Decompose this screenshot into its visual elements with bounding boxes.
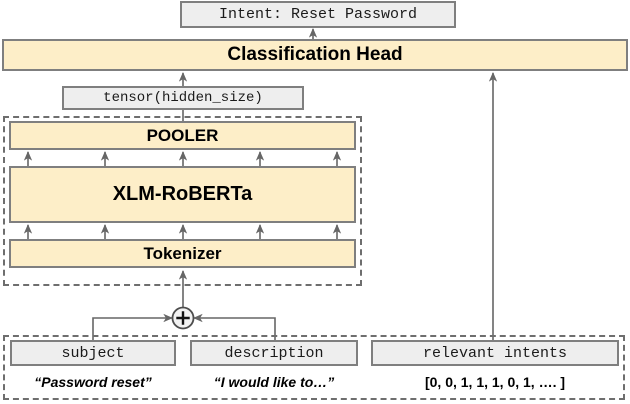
intent-output-box: Intent: Reset Password xyxy=(180,1,456,28)
input-field-relevant-intents: relevant intents xyxy=(371,340,619,366)
input-value-subject: “Password reset” xyxy=(34,374,152,390)
concat-operator xyxy=(171,306,195,330)
input-value-description: “I would like to…” xyxy=(213,374,335,390)
classification-head-block: Classification Head xyxy=(2,39,628,71)
tensor-hidden-size-box: tensor(hidden_size) xyxy=(62,86,304,110)
input-group-container xyxy=(3,335,625,400)
pooler-block: POOLER xyxy=(9,121,356,150)
input-field-subject: subject xyxy=(10,340,176,366)
xlm-roberta-block: XLM-RoBERTa xyxy=(9,166,356,223)
input-field-description: description xyxy=(190,340,358,366)
encoder-group-container xyxy=(3,116,362,286)
tokenizer-block: Tokenizer xyxy=(9,239,356,268)
input-value-relevant-intents: [0, 0, 1, 1, 1, 0, 1, …. ] xyxy=(424,374,566,390)
